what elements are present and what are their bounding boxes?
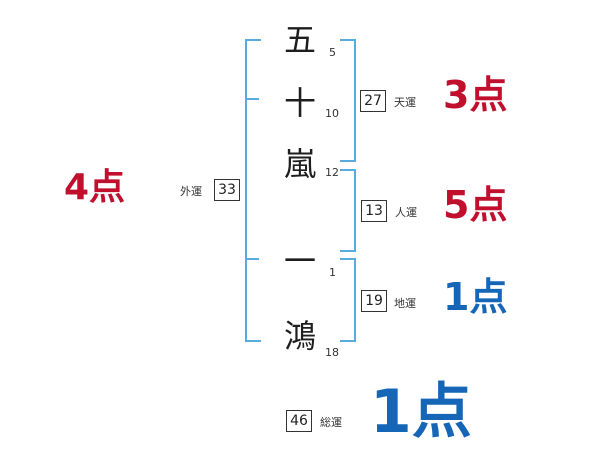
outer-fortune-value: 33 xyxy=(214,179,240,201)
surname-char-1: 五 xyxy=(284,21,317,59)
earth-bracket xyxy=(340,258,356,342)
outer-bracket-tick-lower xyxy=(247,258,259,260)
heaven-bracket xyxy=(340,39,356,162)
heaven-fortune-value: 27 xyxy=(360,90,386,112)
heaven-fortune-label: 天運 xyxy=(394,96,416,109)
surname-strokes-2: 10 xyxy=(325,107,339,120)
total-fortune-value: 46 xyxy=(286,410,312,432)
outer-bracket xyxy=(245,39,261,342)
given-strokes-2: 18 xyxy=(325,346,339,359)
person-fortune-value: 13 xyxy=(361,200,387,222)
total-fortune-score: 1点 xyxy=(370,377,472,447)
outer-fortune-score: 4点 xyxy=(64,167,126,208)
surname-char-2: 十 xyxy=(284,84,317,122)
heaven-fortune-score: 3点 xyxy=(443,73,508,117)
person-bracket xyxy=(340,169,356,252)
person-fortune-score: 5点 xyxy=(443,183,508,227)
surname-char-3: 嵐 xyxy=(284,145,317,183)
outer-bracket-tick-upper xyxy=(247,98,259,100)
earth-fortune-label: 地運 xyxy=(394,297,416,310)
earth-fortune-value: 19 xyxy=(361,290,387,312)
outer-fortune-label: 外運 xyxy=(180,185,202,198)
given-char-2: 鴻 xyxy=(284,317,317,355)
earth-fortune-score: 1点 xyxy=(443,275,508,319)
given-char-1: 一 xyxy=(284,242,317,280)
given-strokes-1: 1 xyxy=(329,266,336,279)
total-fortune-label: 総運 xyxy=(320,416,342,429)
person-fortune-label: 人運 xyxy=(395,206,417,219)
surname-strokes-1: 5 xyxy=(329,46,336,59)
surname-strokes-3: 12 xyxy=(325,166,339,179)
